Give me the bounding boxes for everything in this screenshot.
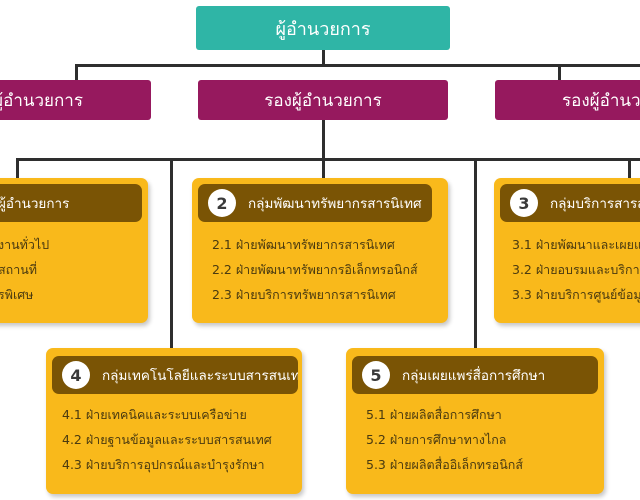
- group-number-badge: 5: [362, 361, 390, 389]
- group-items-3: 3.1 ฝ่ายพัฒนาและเผยแพร่ 3.2 ฝ่ายอบรมและบ…: [512, 232, 640, 307]
- list-item: 4.2 ฝ่ายฐานข้อมูลและระบบสารสนเทศ: [62, 432, 272, 447]
- director-label: ผู้อำนวยการ: [275, 18, 371, 40]
- connector-group4-drop: [170, 158, 173, 350]
- list-item: งานทั่วไป: [0, 237, 50, 252]
- list-item: 4.1 ฝ่ายเทคนิคและระบบเครือข่าย: [62, 407, 247, 422]
- group-title: กลุ่มเทคโนโลยีและระบบสารสนเทศ: [102, 368, 298, 384]
- group-box-4: 4 กลุ่มเทคโนโลยีและระบบสารสนเทศ 4.1 ฝ่าย…: [46, 348, 302, 494]
- group-box-2: 2 กลุ่มพัฒนาทรัพยากรสารนิเทศ 2.1 ฝ่ายพัฒ…: [192, 178, 448, 323]
- group-box-3: 3 กลุ่มบริการสารสนเทศ 3.1 ฝ่ายพัฒนาและเผ…: [494, 178, 640, 323]
- group-box-5: 5 กลุ่มเผยแพร่สื่อการศึกษา 5.1 ฝ่ายผลิตส…: [346, 348, 604, 494]
- deputy-box-center: รองผู้อำนวยการ: [198, 80, 448, 120]
- connector-group2-drop: [322, 158, 325, 180]
- group-items-1: งานทั่วไป สถานที่ รพิเศษ: [0, 232, 49, 307]
- group-header-2: 2 กลุ่มพัฒนาทรัพยากรสารนิเทศ: [198, 184, 432, 222]
- group-number-badge: 2: [208, 189, 236, 217]
- group-header-1: ผู้อำนวยการ: [0, 184, 142, 222]
- list-item: รพิเศษ: [0, 287, 34, 302]
- group-items-5: 5.1 ฝ่ายผลิตสื่อการศึกษา 5.2 ฝ่ายการศึกษ…: [366, 402, 523, 477]
- connector-deputy-right-up: [558, 64, 561, 80]
- connector-group3-drop: [628, 158, 631, 180]
- deputy-box-right: รองผู้อำนวยการ: [495, 80, 640, 120]
- list-item: 3.1 ฝ่ายพัฒนาและเผยแพร่: [512, 237, 640, 252]
- list-item: 5.3 ฝ่ายผลิตสื่ออิเล็กทรอนิกส์: [366, 457, 523, 472]
- director-box: ผู้อำนวยการ: [196, 6, 450, 50]
- list-item: 3.3 ฝ่ายบริการศูนย์ข้อมูล: [512, 287, 640, 302]
- deputy-label: ผู้อำนวยการ: [0, 90, 83, 111]
- list-item: 5.2 ฝ่ายการศึกษาทางไกล: [366, 432, 507, 447]
- connector-group1-drop: [16, 158, 19, 180]
- group-number-badge: 4: [62, 361, 90, 389]
- list-item: สถานที่: [0, 262, 38, 277]
- list-item: 3.2 ฝ่ายอบรมและบริการ: [512, 262, 640, 277]
- deputy-label: รองผู้อำนวยการ: [562, 90, 640, 111]
- group-title: ผู้อำนวยการ: [0, 196, 70, 212]
- group-box-1: ผู้อำนวยการ งานทั่วไป สถานที่ รพิเศษ: [0, 178, 148, 323]
- connector-groups-bar: [16, 158, 640, 161]
- connector-center-trunk: [322, 118, 325, 160]
- list-item: 2.2 ฝ่ายพัฒนาทรัพยากรอิเล็กทรอนิกส์: [212, 262, 418, 277]
- group-header-5: 5 กลุ่มเผยแพร่สื่อการศึกษา: [352, 356, 598, 394]
- group-header-3: 3 กลุ่มบริการสารสนเทศ: [500, 184, 640, 222]
- connector-deputies-bar: [75, 64, 640, 67]
- list-item: 4.3 ฝ่ายบริการอุปกรณ์และบำรุงรักษา: [62, 457, 265, 472]
- list-item: 5.1 ฝ่ายผลิตสื่อการศึกษา: [366, 407, 502, 422]
- group-title: กลุ่มพัฒนาทรัพยากรสารนิเทศ: [248, 196, 422, 212]
- connector-director-down: [322, 50, 325, 66]
- connector-deputy-left-up: [75, 64, 78, 80]
- deputy-box-left: ผู้อำนวยการ: [0, 80, 151, 120]
- group-header-4: 4 กลุ่มเทคโนโลยีและระบบสารสนเทศ: [52, 356, 298, 394]
- group-items-4: 4.1 ฝ่ายเทคนิคและระบบเครือข่าย 4.2 ฝ่ายฐ…: [62, 402, 272, 477]
- group-items-2: 2.1 ฝ่ายพัฒนาทรัพยากรสารนิเทศ 2.2 ฝ่ายพั…: [212, 232, 418, 307]
- group-number-badge: 3: [510, 189, 538, 217]
- list-item: 2.1 ฝ่ายพัฒนาทรัพยากรสารนิเทศ: [212, 237, 395, 252]
- group-title: กลุ่มเผยแพร่สื่อการศึกษา: [402, 368, 546, 384]
- deputy-label: รองผู้อำนวยการ: [264, 90, 382, 111]
- connector-group5-drop: [474, 158, 477, 350]
- group-title: กลุ่มบริการสารสนเทศ: [550, 196, 640, 212]
- list-item: 2.3 ฝ่ายบริการทรัพยากรสารนิเทศ: [212, 287, 396, 302]
